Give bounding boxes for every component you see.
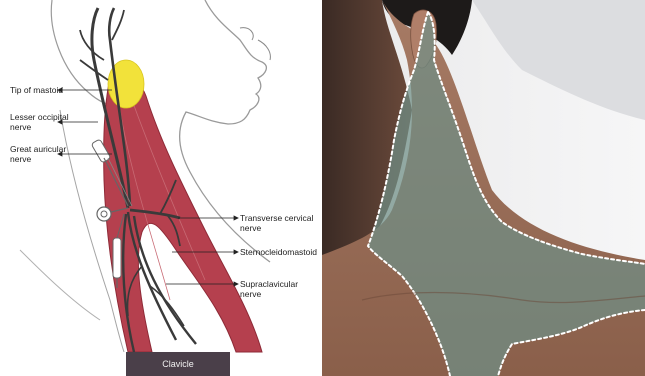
label-sternocleidomastoid-muscle: Sternocleidomastoid musc <box>240 247 318 257</box>
label-tip-of-mastoid: Tip of mastoid <box>10 85 63 95</box>
neck-photo <box>322 0 645 376</box>
label-transverse-cervical-nerve: Transverse cervical nerve <box>240 213 320 233</box>
label-supraclavicular-nerve: Supraclavicular nerve <box>240 279 320 299</box>
ear-outline <box>240 28 270 60</box>
neck-anatomy-drawing <box>0 0 320 376</box>
label-great-auricular-nerve: Great auricular nerve <box>10 144 66 164</box>
anatomy-illustration: Tip of mastoid Lesser occipital nerve Gr… <box>0 0 320 376</box>
shoulder-line <box>20 250 100 320</box>
label-lesser-occipital-nerve: Lesser occipital nerve <box>10 112 69 132</box>
neck-photo-drawing <box>322 0 645 376</box>
label-clavicle: Clavicle <box>126 352 230 376</box>
